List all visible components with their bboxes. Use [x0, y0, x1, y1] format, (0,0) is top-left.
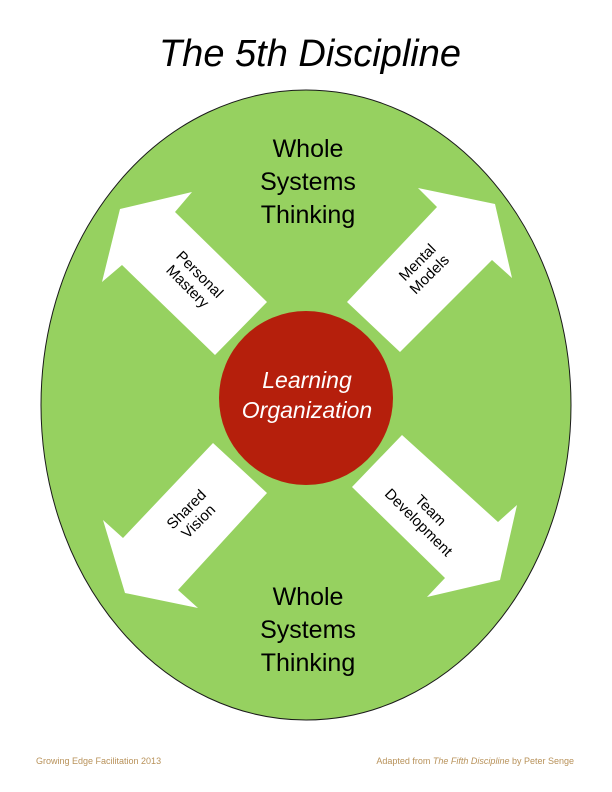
page-title: The 5th Discipline: [159, 33, 461, 75]
center-label-line: Organization: [242, 397, 372, 423]
label-line: Whole: [273, 135, 344, 163]
footer-attribution: Adapted from The Fifth Discipline by Pet…: [376, 756, 574, 766]
arrow-mental-models: [347, 188, 512, 352]
attribution-suffix: by Peter Senge: [509, 756, 574, 766]
label-line: Systems: [260, 168, 356, 196]
attribution-book-title: The Fifth Discipline: [432, 756, 510, 766]
attribution-prefix: Adapted from: [376, 756, 433, 766]
top-whole-systems-thinking: Whole Systems Thinking: [260, 135, 356, 229]
label-line: Thinking: [261, 649, 356, 677]
arrow-team-development: [352, 435, 517, 597]
bottom-whole-systems-thinking: Whole Systems Thinking: [260, 583, 356, 677]
arrow-shared-vision: [103, 443, 267, 608]
arrow-personal-mastery: [102, 192, 267, 355]
learning-organization-circle: [219, 311, 393, 485]
label-line: Systems: [260, 616, 356, 644]
label-line: Thinking: [261, 201, 356, 229]
footer-credit: Growing Edge Facilitation 2013: [36, 756, 162, 766]
center-label-line: Learning: [262, 367, 352, 393]
label-line: Whole: [273, 583, 344, 611]
